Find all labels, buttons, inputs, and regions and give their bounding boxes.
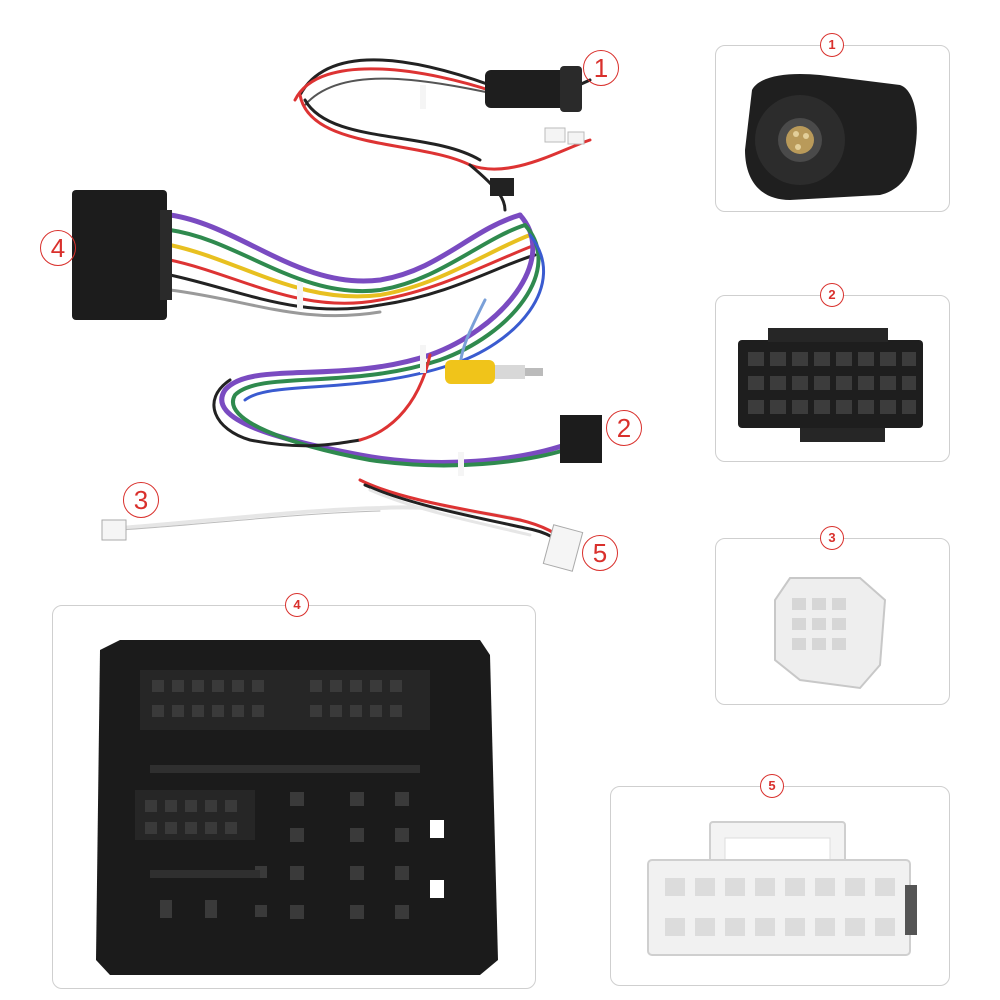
panel-badge-3: 3 [820, 526, 844, 550]
callout-1: 1 [583, 50, 619, 86]
callout-5: 5 [582, 535, 618, 571]
panel-badge-4: 4 [285, 593, 309, 617]
callout-3: 3 [123, 482, 159, 518]
panel-badge-5: 5 [760, 774, 784, 798]
panel-badge-2: 2 [820, 283, 844, 307]
callout-4: 4 [40, 230, 76, 266]
panel-badge-1: 1 [820, 33, 844, 57]
callout-2: 2 [606, 410, 642, 446]
